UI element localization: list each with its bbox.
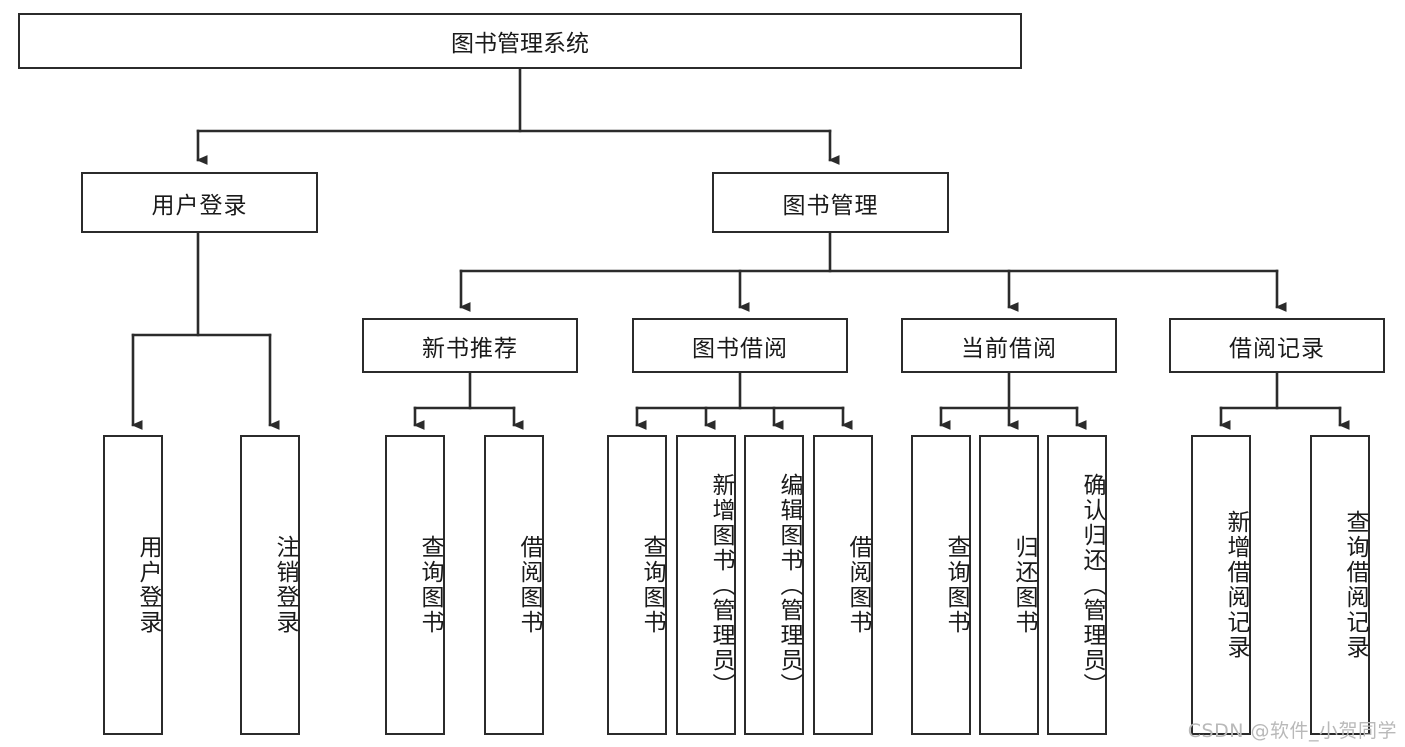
node-leaf-query-borrow-record[interactable]: 查询借阅记录 (1310, 435, 1370, 735)
node-leaf-query-book-recommend-label: 查询图书 (417, 535, 443, 635)
node-book-borrow[interactable]: 图书借阅 (632, 318, 848, 373)
node-new-book-recommend[interactable]: 新书推荐 (362, 318, 578, 373)
node-leaf-user-login[interactable]: 用户登录 (103, 435, 163, 735)
node-leaf-borrow-book-recommend-label: 借阅图书 (516, 535, 542, 635)
node-book-management[interactable]: 图书管理 (712, 172, 949, 233)
node-new-book-recommend-label: 新书推荐 (422, 335, 518, 362)
node-leaf-add-book-admin-label: 新增图书（管理员） (708, 472, 734, 698)
node-root-system[interactable]: 图书管理系统 (18, 13, 1022, 69)
node-leaf-return-book-label: 归还图书 (1011, 535, 1037, 635)
node-leaf-query-borrow-record-label: 查询借阅记录 (1342, 510, 1368, 660)
node-leaf-edit-book-admin[interactable]: 编辑图书（管理员） (744, 435, 804, 735)
node-leaf-borrow-book[interactable]: 借阅图书 (813, 435, 873, 735)
node-leaf-edit-book-admin-label: 编辑图书（管理员） (776, 472, 802, 698)
node-leaf-user-login-label: 用户登录 (135, 535, 161, 635)
node-user-login-label: 用户登录 (151, 192, 248, 219)
node-leaf-borrow-book-label: 借阅图书 (845, 535, 871, 635)
node-user-login[interactable]: 用户登录 (81, 172, 318, 233)
node-leaf-add-borrow-record-label: 新增借阅记录 (1223, 510, 1249, 660)
node-leaf-query-book-current[interactable]: 查询图书 (911, 435, 971, 735)
watermark: CSDN @软件_小贺同学 (1187, 720, 1397, 742)
node-leaf-add-book-admin[interactable]: 新增图书（管理员） (676, 435, 736, 735)
node-leaf-query-book[interactable]: 查询图书 (607, 435, 667, 735)
node-leaf-logout-label: 注销登录 (272, 535, 298, 635)
node-leaf-confirm-return-admin-label: 确认归还（管理员） (1079, 472, 1105, 698)
node-borrow-records-label: 借阅记录 (1229, 335, 1325, 362)
node-leaf-query-book-recommend[interactable]: 查询图书 (385, 435, 445, 735)
node-leaf-query-book-current-label: 查询图书 (943, 535, 969, 635)
node-root-system-label: 图书管理系统 (451, 31, 589, 57)
node-current-borrow[interactable]: 当前借阅 (901, 318, 1117, 373)
node-leaf-add-borrow-record[interactable]: 新增借阅记录 (1191, 435, 1251, 735)
node-leaf-return-book[interactable]: 归还图书 (979, 435, 1039, 735)
node-leaf-confirm-return-admin[interactable]: 确认归还（管理员） (1047, 435, 1107, 735)
node-leaf-logout[interactable]: 注销登录 (240, 435, 300, 735)
node-book-management-label: 图书管理 (782, 192, 879, 219)
node-borrow-records[interactable]: 借阅记录 (1169, 318, 1385, 373)
node-leaf-query-book-label: 查询图书 (639, 535, 665, 635)
node-leaf-borrow-book-recommend[interactable]: 借阅图书 (484, 435, 544, 735)
node-current-borrow-label: 当前借阅 (961, 335, 1057, 362)
node-book-borrow-label: 图书借阅 (692, 335, 788, 362)
